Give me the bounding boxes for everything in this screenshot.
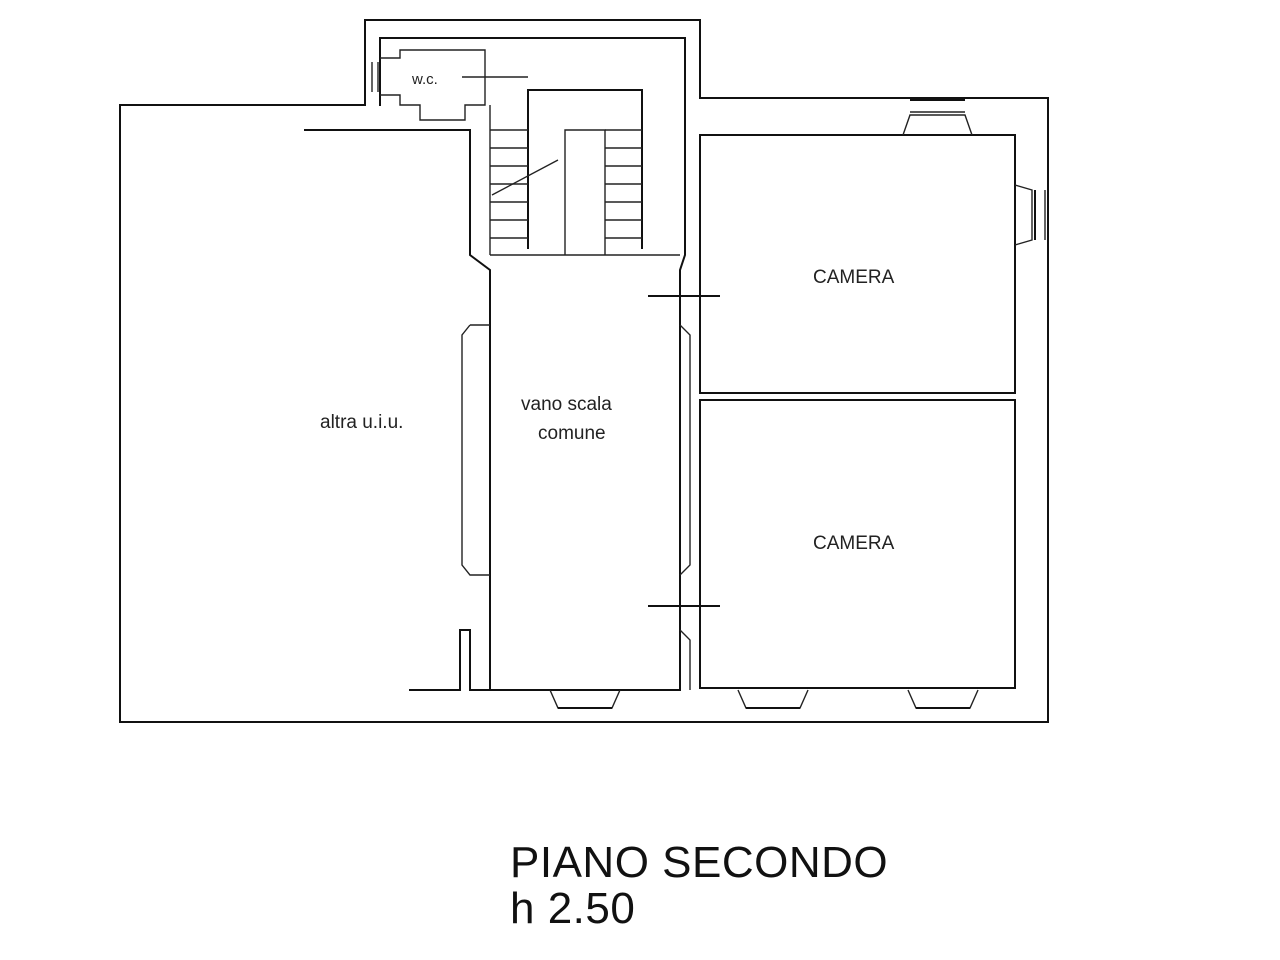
other-unit-label: altra u.i.u. [320, 412, 403, 433]
doors [648, 295, 720, 607]
wc-block [371, 49, 528, 121]
wc-label: w.c. [411, 71, 438, 88]
floor-title: PIANO SECONDO [510, 838, 889, 887]
stair-core [409, 89, 691, 691]
stair-label-line1: vano scala [521, 394, 612, 415]
bedroom-walls [699, 134, 1016, 689]
stair-label-line2: comune [538, 423, 606, 444]
ceiling-height: h 2.50 [510, 884, 636, 933]
bedroom-bottom-label: CAMERA [813, 533, 895, 554]
windows [549, 99, 1046, 709]
bedroom-top-label: CAMERA [813, 267, 895, 288]
floor-caption: PIANO SECONDO h 2.50 [510, 840, 888, 932]
outer-walls [119, 19, 1049, 723]
